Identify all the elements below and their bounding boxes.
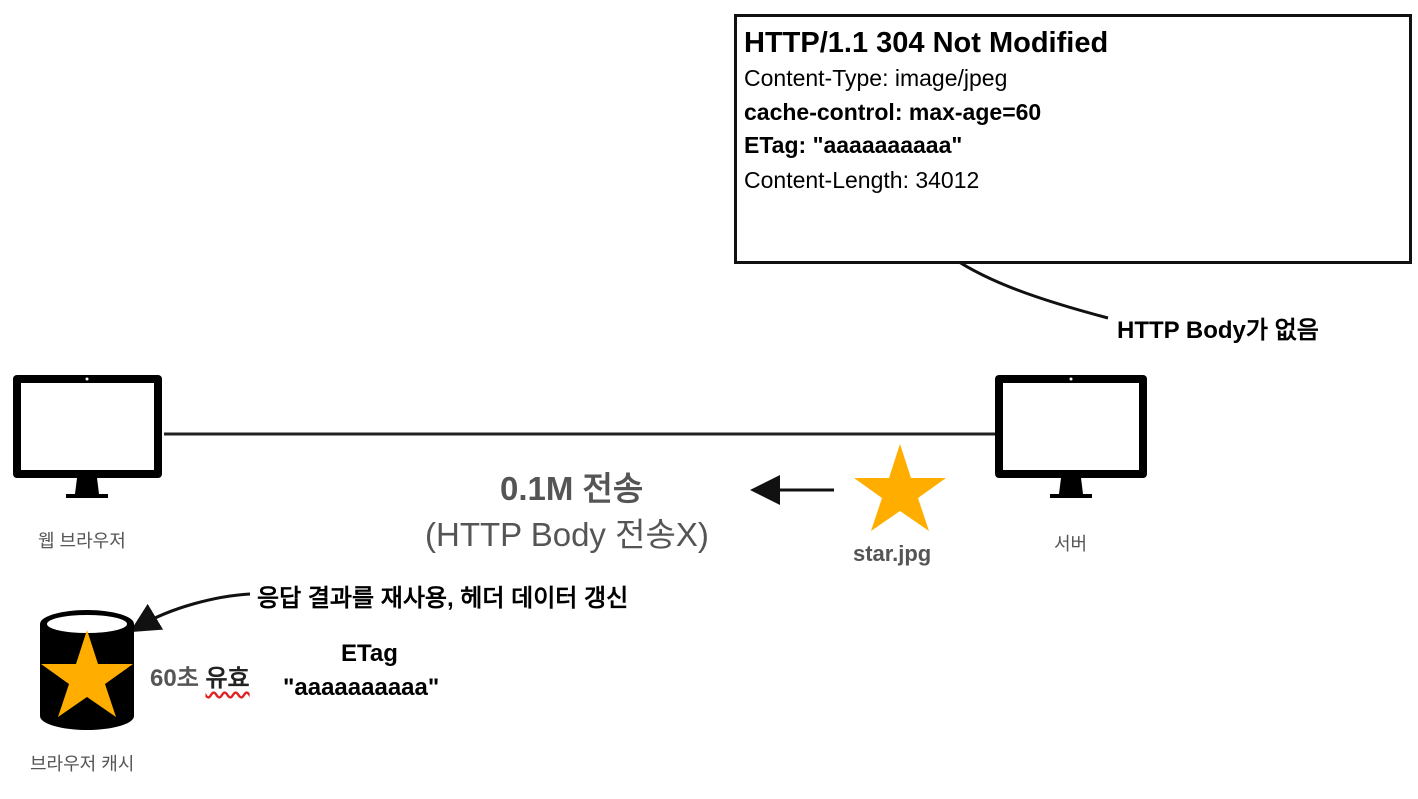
cache-etag-title: ETag bbox=[341, 640, 398, 667]
star-icon bbox=[854, 444, 946, 531]
cached-star-icon bbox=[41, 630, 133, 717]
resource-filename: star.jpg bbox=[853, 541, 932, 566]
header-etag: ETag: "aaaaaaaaaa" bbox=[744, 132, 963, 158]
browser-monitor-icon bbox=[13, 375, 162, 498]
transfer-size: 0.1M 전송 bbox=[500, 470, 644, 507]
header-cache-control: cache-control: max-age=60 bbox=[744, 99, 1042, 125]
cache-validity: 60초 유효 bbox=[150, 658, 250, 693]
response-header-box: HTTP/1.1 304 Not Modified Content-Type: … bbox=[734, 14, 1412, 264]
status-line: HTTP/1.1 304 Not Modified bbox=[744, 27, 1109, 59]
validity-prefix: 60초 bbox=[150, 665, 206, 692]
reuse-note: 응답 결과를 재사용, 헤더 데이터 갱신 bbox=[257, 585, 629, 612]
validity-word: 유효 bbox=[205, 665, 250, 692]
server-label: 서버 bbox=[1054, 534, 1088, 554]
cache-label: 브라우저 캐시 bbox=[30, 754, 135, 774]
transfer-detail: (HTTP Body 전송X) bbox=[425, 516, 709, 553]
reuse-arrow-icon bbox=[129, 592, 251, 633]
cache-database-icon bbox=[40, 610, 134, 730]
server-monitor-icon bbox=[995, 375, 1147, 498]
header-content-type: Content-Type: image/jpeg bbox=[744, 65, 1008, 91]
header-content-length: Content-Length: 34012 bbox=[744, 167, 980, 193]
cache-etag-value: "aaaaaaaaaa" bbox=[283, 674, 440, 701]
browser-label: 웹 브라우저 bbox=[38, 531, 126, 551]
no-body-note: HTTP Body가 없음 bbox=[1117, 317, 1319, 344]
